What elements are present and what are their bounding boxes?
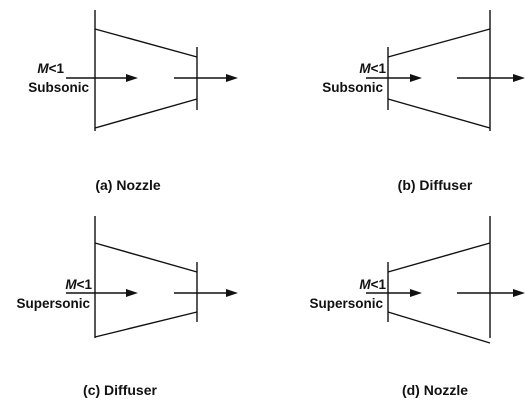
panel-d: M<1 Supersonic (d) Nozzle: [309, 216, 525, 398]
flow-regime-label: Subsonic: [322, 80, 383, 95]
lower-wall: [387, 98, 491, 129]
panel-caption: (b) Diffuser: [398, 177, 473, 193]
mach-label: M<1: [65, 277, 92, 292]
outlet-flow-arrow-icon: [226, 289, 238, 297]
panel-caption: (d) Nozzle: [402, 382, 468, 398]
upper-wall: [94, 242, 198, 273]
inlet-flow-arrow-icon: [410, 289, 422, 297]
mach-label: M<1: [359, 277, 386, 292]
lower-wall: [387, 311, 491, 344]
lower-wall: [94, 311, 198, 338]
outlet-flow-arrow-icon: [513, 289, 525, 297]
lower-wall: [94, 98, 198, 129]
flow-regime-label: Subsonic: [28, 80, 89, 95]
flow-regime-label: Supersonic: [309, 296, 383, 311]
upper-wall: [387, 242, 491, 273]
inlet-flow-arrow-icon: [126, 74, 138, 82]
panel-a: M<1 Subsonic (a) Nozzle: [28, 10, 238, 193]
panel-caption: (c) Diffuser: [83, 382, 157, 398]
upper-wall: [387, 28, 491, 58]
upper-wall: [94, 28, 198, 58]
inlet-flow-arrow-icon: [410, 74, 422, 82]
panel-caption: (a) Nozzle: [95, 177, 161, 193]
mach-label: M<1: [37, 61, 64, 76]
outlet-flow-arrow-icon: [513, 74, 525, 82]
inlet-flow-arrow-icon: [126, 289, 138, 297]
mach-label: M<1: [359, 61, 386, 76]
panel-b: M<1 Subsonic (b) Diffuser: [322, 10, 525, 193]
panel-c: M<1 Supersonic (c) Diffuser: [16, 216, 238, 398]
flow-regime-label: Supersonic: [16, 296, 90, 311]
outlet-flow-arrow-icon: [226, 74, 238, 82]
